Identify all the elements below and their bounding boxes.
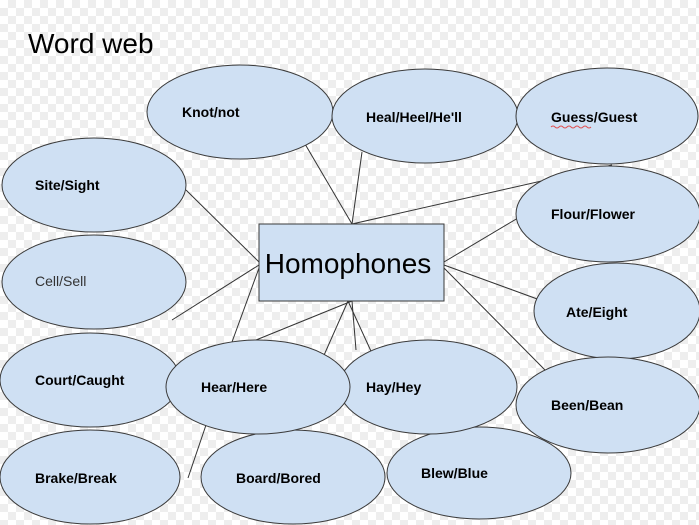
label-site-sight: Site/Sight <box>35 177 100 193</box>
bubble-flour-flower[interactable] <box>515 165 699 263</box>
label-court-caught: Court/Caught <box>35 372 125 388</box>
connector-ate-eight <box>443 264 541 301</box>
label-flour-flower: Flour/Flower <box>551 206 636 222</box>
connector-knot-not <box>304 143 353 225</box>
bubble-brake-break[interactable] <box>0 429 181 525</box>
bubble-blew-blue[interactable] <box>386 426 572 520</box>
label-knot-not: Knot/not <box>182 104 240 120</box>
slide-title: Word web <box>28 28 154 59</box>
bubble-site-sight[interactable] <box>1 137 187 233</box>
label-board-bored: Board/Bored <box>236 470 321 486</box>
connector-cell-sell <box>171 264 260 321</box>
connector-been-bean <box>443 267 546 371</box>
label-guess-guest: Guess/Guest <box>551 109 638 125</box>
connector-court-caught <box>231 267 260 343</box>
connector-hear-here <box>255 300 353 341</box>
connector-flour-flower <box>443 214 524 263</box>
center-box[interactable] <box>258 223 445 302</box>
bubble-hear-here[interactable] <box>165 339 351 435</box>
label-heal-heel: Heal/Heel/He'll <box>366 109 462 125</box>
spellcheck-underline <box>550 125 592 129</box>
connector-brake-break <box>187 424 207 479</box>
bubbles <box>0 64 699 525</box>
label-cell-sell: Cell/Sell <box>35 273 86 289</box>
bubble-knot-not[interactable] <box>146 64 334 160</box>
label-ate-eight: Ate/Eight <box>566 304 628 320</box>
bubble-been-bean[interactable] <box>515 356 699 454</box>
bubble-cell-sell[interactable] <box>1 234 187 330</box>
connector-heal-heel <box>351 151 363 225</box>
center-label: Homophones <box>265 248 432 279</box>
bubble-guess-guest[interactable] <box>515 67 699 165</box>
connector-site-sight <box>185 189 260 263</box>
connector-hay-hey <box>351 300 357 351</box>
label-blew-blue: Blew/Blue <box>421 465 488 481</box>
label-hear-here: Hear/Here <box>201 379 267 395</box>
label-brake-break: Brake/Break <box>35 470 117 486</box>
label-hay-hey: Hay/Hey <box>366 379 421 395</box>
label-been-bean: Been/Bean <box>551 397 623 413</box>
